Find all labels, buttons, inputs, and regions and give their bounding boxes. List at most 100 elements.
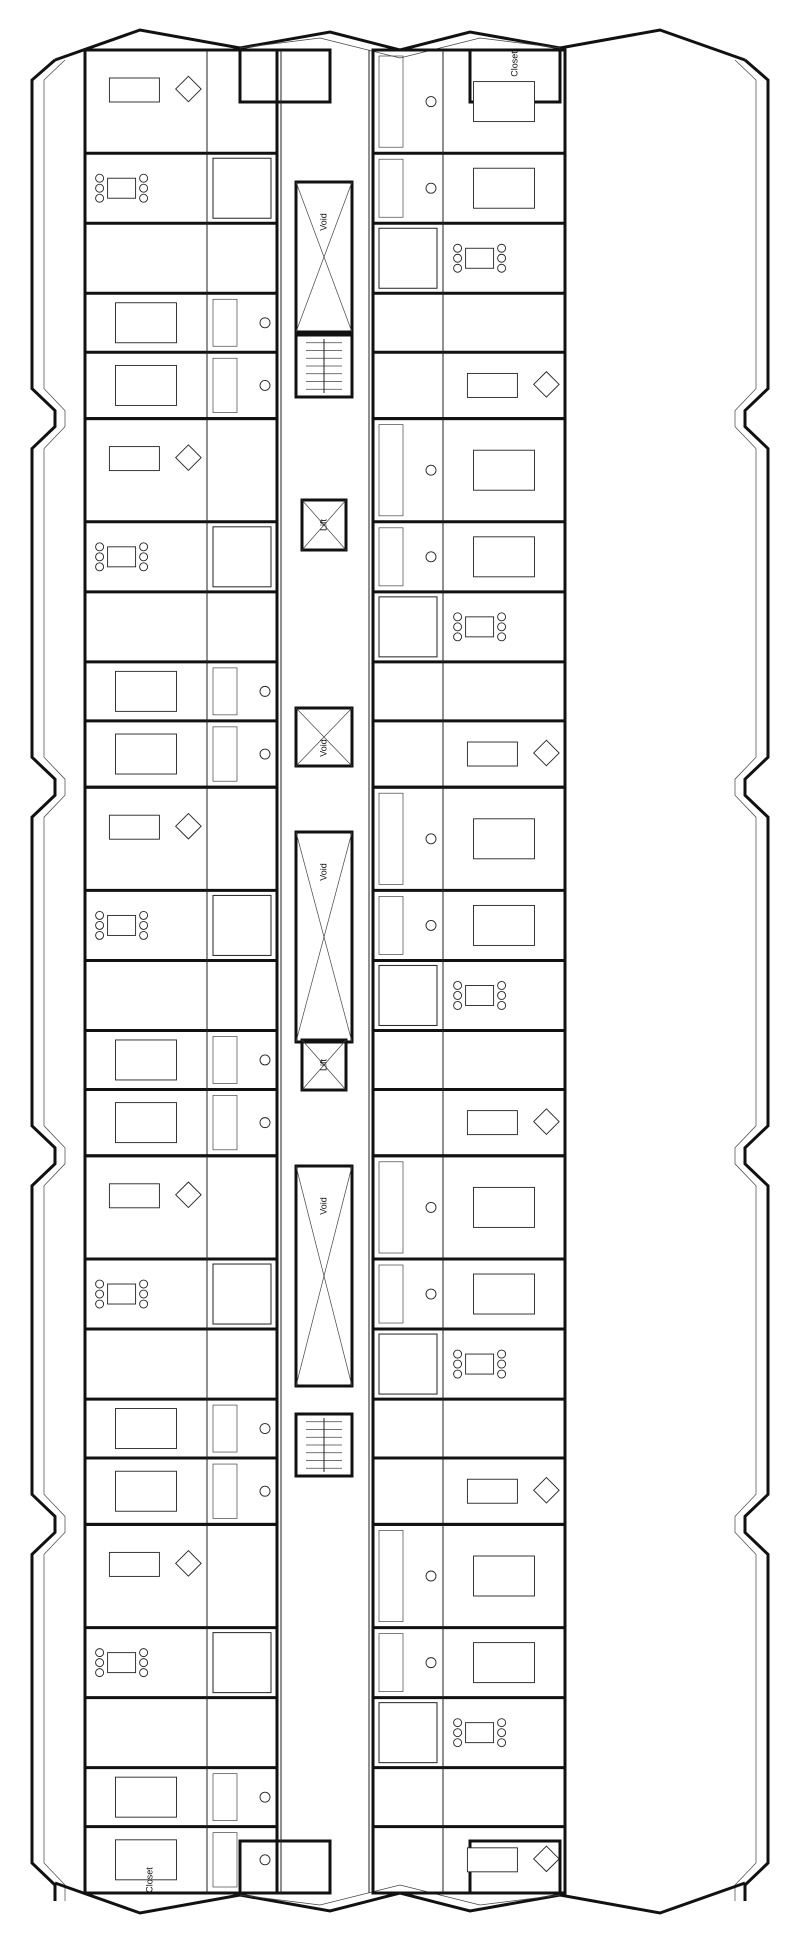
lift-label: Lift xyxy=(318,519,328,532)
left-unit-1 xyxy=(83,48,279,421)
chair xyxy=(95,1279,105,1289)
basin xyxy=(425,1288,437,1300)
chair xyxy=(453,1738,463,1748)
void-cross xyxy=(295,1165,353,1387)
armchair xyxy=(533,1476,560,1504)
bathtub xyxy=(212,726,238,782)
chair xyxy=(139,193,149,203)
chair xyxy=(95,173,105,183)
dining-table xyxy=(465,616,495,638)
basin xyxy=(425,1570,437,1582)
sofa xyxy=(466,1110,518,1136)
bed xyxy=(473,167,535,209)
chair xyxy=(497,1001,507,1010)
chair xyxy=(453,263,463,273)
bathtub xyxy=(212,1773,238,1822)
chair xyxy=(497,1728,507,1738)
core-void-4 xyxy=(294,830,354,1044)
sofa xyxy=(466,1847,518,1873)
kitchen-counter xyxy=(212,894,272,956)
bed xyxy=(115,1102,177,1144)
bathtub xyxy=(378,1633,404,1692)
chair xyxy=(453,1001,463,1010)
void-box xyxy=(294,706,354,768)
chair xyxy=(453,1728,463,1738)
basin xyxy=(425,464,437,476)
bathtub xyxy=(378,424,404,517)
kitchen-counter xyxy=(378,227,438,289)
void-label: Void xyxy=(318,739,328,757)
sofa xyxy=(108,1551,160,1577)
chair xyxy=(497,243,507,253)
void-cross xyxy=(295,181,353,333)
unit-walls xyxy=(371,1522,567,1895)
bathtub xyxy=(212,1095,238,1151)
kitchen-counter xyxy=(212,1263,272,1325)
kitchen-counter xyxy=(378,596,438,658)
basin xyxy=(259,1423,271,1435)
bed xyxy=(473,1642,535,1684)
core-void-6 xyxy=(294,1164,354,1388)
bathtub xyxy=(378,896,404,955)
chair xyxy=(139,552,149,562)
left-unit-5 xyxy=(83,1522,279,1895)
bottom-inner-edge xyxy=(239,1884,561,1906)
bathtub xyxy=(378,158,404,218)
basin xyxy=(425,919,437,931)
chair xyxy=(95,1648,105,1658)
basin xyxy=(425,96,437,108)
chair xyxy=(497,981,507,990)
right-unit-4 xyxy=(371,1154,567,1526)
unit-walls xyxy=(371,1154,567,1526)
armchair xyxy=(175,1181,202,1209)
chair xyxy=(453,991,463,1000)
chair xyxy=(497,1738,507,1748)
right-unit-1 xyxy=(371,48,567,421)
bed xyxy=(115,1470,177,1512)
void-label: Void xyxy=(318,1197,328,1215)
chair xyxy=(95,930,105,940)
basin xyxy=(425,182,437,194)
chair xyxy=(453,1359,463,1369)
bed xyxy=(473,536,535,578)
right-unit-3 xyxy=(371,785,567,1158)
bed xyxy=(473,1555,535,1597)
chair xyxy=(497,1349,507,1359)
armchair xyxy=(533,1845,560,1873)
unit-walls xyxy=(83,48,279,421)
unit-walls xyxy=(83,1522,279,1895)
chair xyxy=(139,1648,149,1658)
bathtub xyxy=(378,55,404,148)
sofa xyxy=(466,372,518,398)
lift-label: Lift xyxy=(318,1059,328,1072)
right-unit-2 xyxy=(371,417,567,789)
top-left-stair-block xyxy=(238,48,332,104)
chair xyxy=(139,930,149,940)
chair xyxy=(139,1668,149,1678)
top-inner-edge xyxy=(239,37,561,59)
chair xyxy=(453,612,463,622)
chair xyxy=(139,910,149,920)
chair xyxy=(453,1369,463,1379)
dining-table xyxy=(465,1722,495,1744)
core-void-3 xyxy=(294,706,354,768)
chair xyxy=(453,1718,463,1728)
armchair xyxy=(175,812,202,840)
dining-table xyxy=(465,1353,495,1375)
chair xyxy=(497,1359,507,1369)
dining-table xyxy=(107,546,137,568)
chair xyxy=(95,1658,105,1668)
stair-well xyxy=(294,1412,354,1478)
lift-cross xyxy=(301,1039,347,1091)
bottom-edge xyxy=(54,1881,746,1915)
chair xyxy=(497,612,507,622)
sofa xyxy=(108,77,160,103)
chair xyxy=(139,1289,149,1299)
left-facade xyxy=(30,58,57,1901)
void-label: Void xyxy=(318,213,328,231)
chair xyxy=(497,632,507,642)
right-facade-inner xyxy=(734,59,757,1901)
bed xyxy=(115,670,177,712)
basin xyxy=(259,317,271,329)
